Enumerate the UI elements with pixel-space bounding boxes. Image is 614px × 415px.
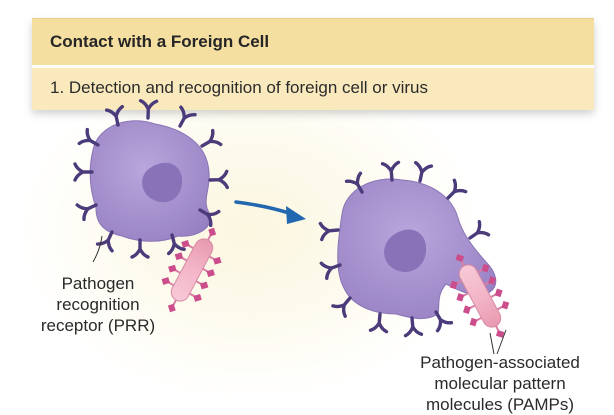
header-banner: Contact with a Foreign Cell 1. Detection…: [32, 18, 594, 110]
macrophage-cell-left: [73, 99, 229, 259]
banner-step-text: 1. Detection and recognition of foreign …: [50, 78, 428, 97]
prr-label: Pathogen recognition receptor (PRR): [40, 274, 156, 335]
pathogen-right: [446, 250, 513, 342]
banner-title-bar: Contact with a Foreign Cell: [32, 18, 594, 66]
pamp-leader-lines: [489, 329, 507, 355]
nucleus-left: [142, 162, 183, 203]
banner-title: Contact with a Foreign Cell: [50, 32, 270, 51]
banner-step-bar: 1. Detection and recognition of foreign …: [32, 68, 594, 110]
prr-leader-line: [92, 235, 103, 263]
banner-divider: [32, 65, 594, 68]
nucleus-right: [384, 229, 427, 272]
progression-arrow: [234, 200, 306, 224]
pamp-label: Pathogen-associated molecular pattern mo…: [420, 353, 580, 414]
pathogen-left: [158, 224, 225, 316]
